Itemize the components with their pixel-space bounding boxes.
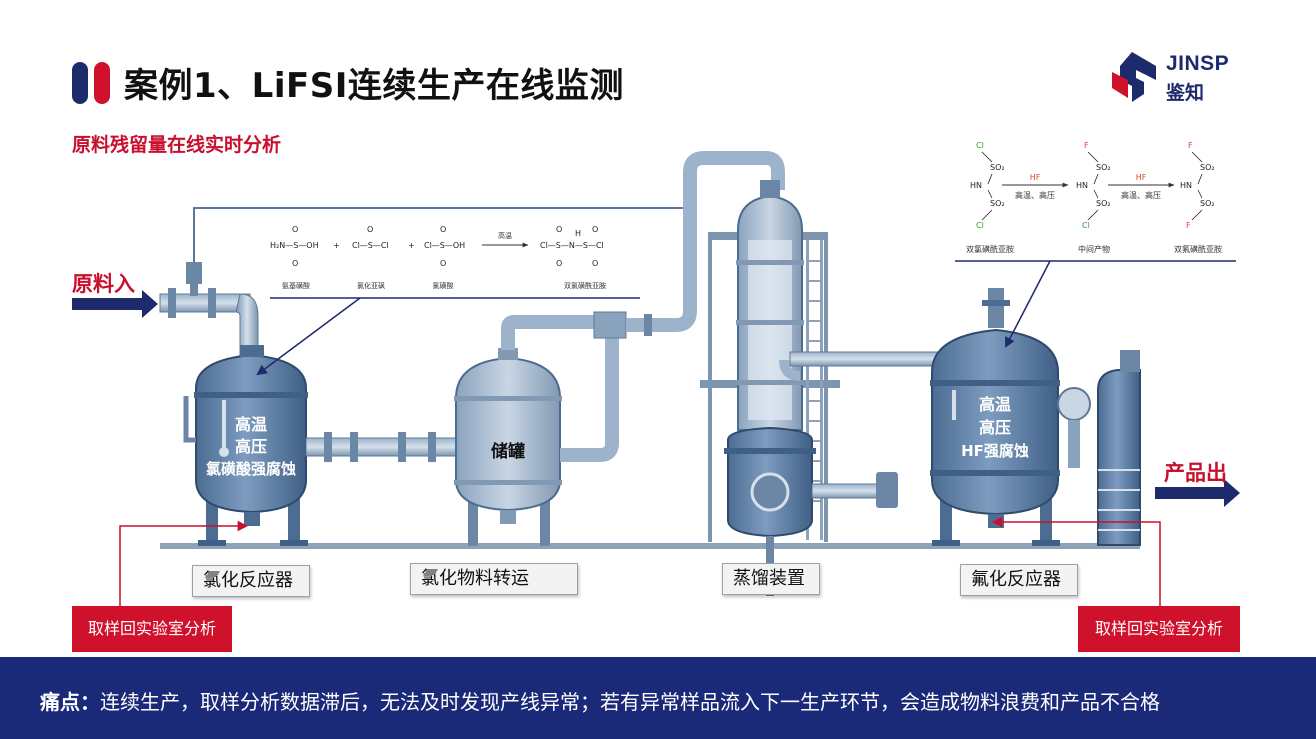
compound-hcsi: 双氯磺酰亚胺 <box>966 244 1014 254</box>
feed-arrow-icon <box>72 290 158 318</box>
svg-text:+: + <box>408 241 415 250</box>
equipment-label-transfer: 氯化物料转运 <box>410 563 578 595</box>
company-logo: JINSP 鉴知 <box>1108 50 1248 104</box>
sampling-box-left: 取样回实验室分析 <box>72 606 232 652</box>
svg-text:F: F <box>1188 141 1193 150</box>
floor-line <box>160 543 1140 549</box>
svg-text:SO₂: SO₂ <box>1096 199 1111 208</box>
pain-point-body: 连续生产，取样分析数据滞后，无法及时发现产线异常；若有异常样品流入下一生产环节，… <box>100 690 1160 714</box>
svg-text:SO₂: SO₂ <box>1200 199 1215 208</box>
distillation-unit <box>700 180 941 596</box>
reagent-thionyl-chloride: 氯化亚砜 <box>357 281 385 290</box>
sampling-line-left <box>119 520 249 606</box>
compound-intermediate: 中间产物 <box>1078 244 1110 254</box>
svg-text:HN: HN <box>1180 181 1192 190</box>
fluorination-reactor: 高温 高压 HF强腐蚀 <box>930 288 1091 546</box>
title-mark-red <box>94 62 110 104</box>
svg-text:F: F <box>1186 221 1191 230</box>
svg-text:O: O <box>556 225 562 234</box>
svg-text:O: O <box>556 259 562 268</box>
svg-text:H: H <box>575 229 581 238</box>
reaction1-scheme: H₂N—S—OH O O + Cl—S—Cl O + Cl—S—OH O O Cl—… <box>256 225 640 376</box>
logo-text-en: JINSP <box>1166 52 1230 75</box>
page-title: 案例1、LiFSI连续生产在线监测 <box>124 66 624 106</box>
reactor2-note-1: 高温 <box>979 395 1011 414</box>
svg-text:O: O <box>292 259 298 268</box>
reactor1-note-2: 高压 <box>235 437 267 456</box>
svg-text:HN: HN <box>1076 181 1088 190</box>
storage-tank-label: 储罐 <box>491 441 525 462</box>
reactor2-note-3: HF强腐蚀 <box>961 442 1029 460</box>
svg-text:H₂N—S—OH: H₂N—S—OH <box>270 241 319 250</box>
reaction2-arrow1-top: HF <box>1030 173 1041 182</box>
svg-text:O: O <box>367 225 373 234</box>
svg-text:Cl: Cl <box>1082 221 1090 230</box>
product-hcsi: 双氯磺酰亚胺 <box>564 281 606 290</box>
reaction2-arrow1-bottom: 高温、高压 <box>1015 190 1055 200</box>
reaction2-arrow2-top: HF <box>1136 173 1147 182</box>
sampling-box-right: 取样回实验室分析 <box>1078 606 1240 652</box>
svg-text:F: F <box>1084 141 1089 150</box>
chlorination-reactor: 高温 高压 氯磺酸强腐蚀 <box>159 207 690 546</box>
sampling-line-right <box>991 516 1161 606</box>
svg-text:+: + <box>333 241 340 250</box>
reaction1-arrow-label: 高温 <box>498 231 512 240</box>
svg-text:Cl—S—Cl: Cl—S—Cl <box>352 241 389 250</box>
svg-text:O: O <box>440 225 446 234</box>
reactor1-note-3: 氯磺酸强腐蚀 <box>206 460 296 478</box>
pain-point-banner <box>0 657 1316 739</box>
svg-text:Cl: Cl <box>976 221 984 230</box>
product-out-label: 产品出 <box>1164 461 1227 485</box>
pain-point-label: 痛点： <box>40 690 100 714</box>
subtitle: 原料残留量在线实时分析 <box>72 134 282 156</box>
reaction2-arrow2-bottom: 高温、高压 <box>1121 190 1161 200</box>
equipment-label-distillation: 蒸馏装置 <box>722 563 820 595</box>
feed-in-label: 原料入 <box>72 272 135 296</box>
equipment-label-fluorination-reactor: 氟化反应器 <box>960 564 1078 596</box>
compound-hfsi: 双氟磺酰亚胺 <box>1174 244 1222 254</box>
reagent-sulfamic-acid: 氨基磺酸 <box>282 281 310 290</box>
title-mark-blue <box>72 62 88 104</box>
reactor2-note-2: 高压 <box>979 418 1011 437</box>
svg-text:Cl: Cl <box>976 141 984 150</box>
svg-text:SO₂: SO₂ <box>990 163 1005 172</box>
logo-text-cn: 鉴知 <box>1166 82 1205 104</box>
product-tank <box>1097 350 1141 546</box>
svg-text:Cl—S—N—S—Cl: Cl—S—N—S—Cl <box>540 241 604 250</box>
svg-text:SO₂: SO₂ <box>1096 163 1111 172</box>
svg-text:O: O <box>592 225 598 234</box>
svg-text:O: O <box>440 259 446 268</box>
storage-tank: 储罐 <box>454 151 785 546</box>
reaction2-scheme: Cl SO₂ HN SO₂ Cl F SO₂ HN SO₂ Cl F SO₂ H… <box>955 141 1236 348</box>
reagent-chlorosulfonic-acid: 氯磺酸 <box>433 281 454 290</box>
transfer-pipe <box>305 432 457 462</box>
pain-point-text: 痛点：连续生产，取样分析数据滞后，无法及时发现产线异常；若有异常样品流入下一生产… <box>40 686 1160 715</box>
product-arrow-icon <box>1155 479 1240 507</box>
svg-text:Cl—S—OH: Cl—S—OH <box>424 241 465 250</box>
reactor1-note-1: 高温 <box>235 415 267 434</box>
svg-text:SO₂: SO₂ <box>990 199 1005 208</box>
svg-text:HN: HN <box>970 181 982 190</box>
svg-text:SO₂: SO₂ <box>1200 163 1215 172</box>
process-diagram: 高温 高压 氯磺酸强腐蚀 储罐 <box>72 141 1240 606</box>
logo-mark-icon <box>1112 52 1156 102</box>
svg-text:O: O <box>592 259 598 268</box>
equipment-label-chlorination-reactor: 氯化反应器 <box>192 565 310 597</box>
svg-text:O: O <box>292 225 298 234</box>
